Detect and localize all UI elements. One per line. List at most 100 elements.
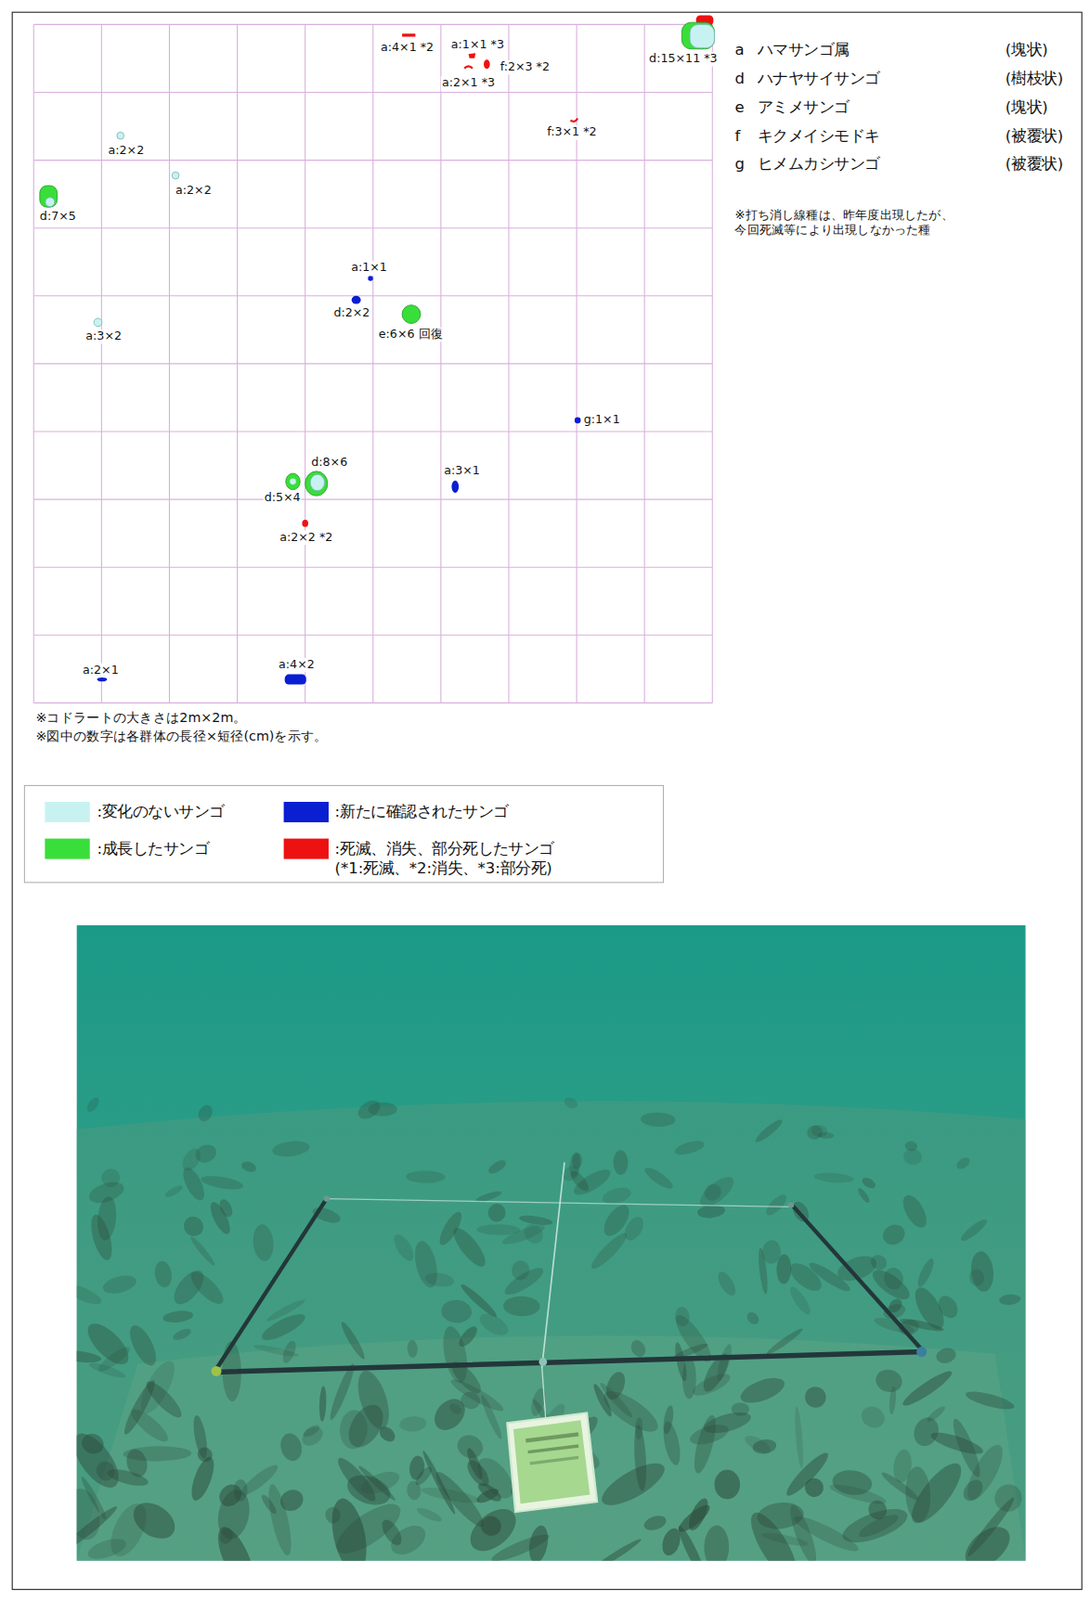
seaweed-patch [420, 1450, 458, 1518]
colony-label: a:3×1 [442, 464, 481, 479]
seaweed-patch [737, 1373, 788, 1409]
seaweed-patch [280, 1339, 299, 1365]
seaweed-patch [958, 1217, 989, 1245]
colony-label: f:2×3 *2 [499, 60, 552, 75]
coral-colony [402, 33, 416, 37]
seaweed-patch [756, 1247, 769, 1296]
quadrat-grid [33, 24, 713, 703]
legend-swatch [284, 802, 329, 823]
seaweed-patch [765, 1326, 805, 1358]
note-text: ※打ち消し線種は、昨年度出現したが、 今回死滅等により出現しなかった種 [734, 207, 963, 238]
coral-colony [45, 197, 55, 208]
seaweed-patch [925, 1404, 948, 1425]
seaweed-patch [207, 1199, 234, 1237]
quadrat-frame [211, 1163, 928, 1424]
species-code: a [734, 40, 744, 60]
seaweed-patch [478, 1514, 504, 1539]
seaweed-patch [596, 1455, 671, 1514]
seaweed-patch [526, 1524, 551, 1562]
seaweed-patch [988, 1479, 1026, 1519]
seaweed-patch [200, 1173, 245, 1193]
colony-label: d:8×6 [310, 455, 349, 470]
seaweed-patch [518, 1214, 553, 1228]
seaweed-patch [240, 1160, 259, 1175]
seaweed-patch [791, 1511, 863, 1558]
seaweed-patch [338, 1320, 368, 1362]
colony-label: a:1×1 *3 [450, 38, 506, 52]
seaweed-patch [153, 1260, 174, 1290]
seaweed-patch [612, 1150, 628, 1176]
coral-colony [285, 674, 307, 686]
seaweed-patch [318, 1386, 327, 1422]
species-code: d [734, 69, 744, 89]
grid-line [33, 159, 713, 161]
coral-colony [451, 480, 459, 494]
species-code: f [734, 126, 740, 145]
seaweed-patch [424, 1271, 455, 1289]
growth-form: (塊状) [1005, 40, 1049, 60]
coral-colony [468, 52, 477, 58]
seaweed-patch [264, 1297, 307, 1325]
coral-colony [301, 519, 309, 528]
page-frame [12, 12, 1082, 1590]
seaweed-patch [458, 1390, 482, 1413]
coral-colony [305, 471, 328, 496]
seaweed-patch [813, 1171, 855, 1185]
seaweed-patch [856, 1186, 872, 1205]
seaweed-patch [879, 1221, 909, 1249]
seaweed-patch [642, 1514, 669, 1534]
seaweed-patch [571, 1153, 584, 1170]
seaweed-patch [486, 1157, 508, 1177]
legend-text: :変化のないサンゴ [96, 803, 224, 823]
seaweed-patch [415, 1505, 444, 1525]
coral-colony [483, 59, 491, 69]
colony-label: g:1×1 [583, 413, 622, 428]
seaweed-patch [763, 1192, 791, 1220]
seaweed-patch [464, 1447, 486, 1482]
seaweed-patch [162, 1310, 195, 1325]
seaweed-patch [408, 1455, 427, 1482]
seaweed-patch [406, 1339, 418, 1359]
seaweed-patch [163, 1183, 185, 1200]
photo-seafloor [76, 1101, 1026, 1562]
seaweed-patch [934, 1293, 962, 1323]
colony-label: a:4×1 *2 [379, 40, 435, 55]
seaweed-patch [752, 1117, 785, 1146]
seaweed-patch [405, 1480, 423, 1502]
growth-form: (被覆状) [1005, 126, 1064, 145]
photo-water [76, 925, 1026, 1562]
seaweed-patch [562, 1096, 580, 1112]
seaweed-patch [476, 1310, 512, 1341]
photo-sand [76, 1336, 1026, 1562]
colony-label: a:2×2 *2 [278, 531, 334, 545]
seaweed-patch [105, 1466, 150, 1491]
seaweed-patch [674, 1502, 714, 1537]
growth-form: (樹枝状) [1005, 69, 1064, 89]
seaweed-patch [447, 1401, 464, 1416]
coral-colony [93, 318, 103, 327]
photo-slate [506, 1413, 597, 1513]
seaweed-patch [354, 1097, 384, 1124]
coral-colony [289, 479, 297, 486]
seaweed-patch [959, 1477, 987, 1506]
seaweed-patch [338, 1409, 369, 1451]
photo-seaweed [76, 1095, 1026, 1561]
seaweed-patch [389, 1232, 417, 1265]
seaweed-patch [78, 1430, 107, 1458]
seaweed-patch [954, 1155, 973, 1172]
seaweed-patch [86, 1178, 127, 1207]
species-name: ハマサンゴ属 [757, 40, 850, 60]
seaweed-patch [271, 1140, 311, 1160]
grid-line [33, 24, 713, 26]
colony-label: a:4×2 [277, 658, 316, 673]
seaweed-patch [276, 1486, 308, 1517]
seaweed-patch [703, 1525, 729, 1561]
seaweed-patch [713, 1470, 740, 1501]
note-text: ※図中の数字は各群体の長径×短径(cm)を示す。 [35, 728, 327, 745]
seaweed-patch [857, 1402, 889, 1433]
seaweed-patch [180, 1213, 208, 1242]
seaweed-patch [103, 1498, 154, 1562]
seaweed-patch [909, 1414, 944, 1451]
seaweed-patch [76, 1486, 104, 1545]
